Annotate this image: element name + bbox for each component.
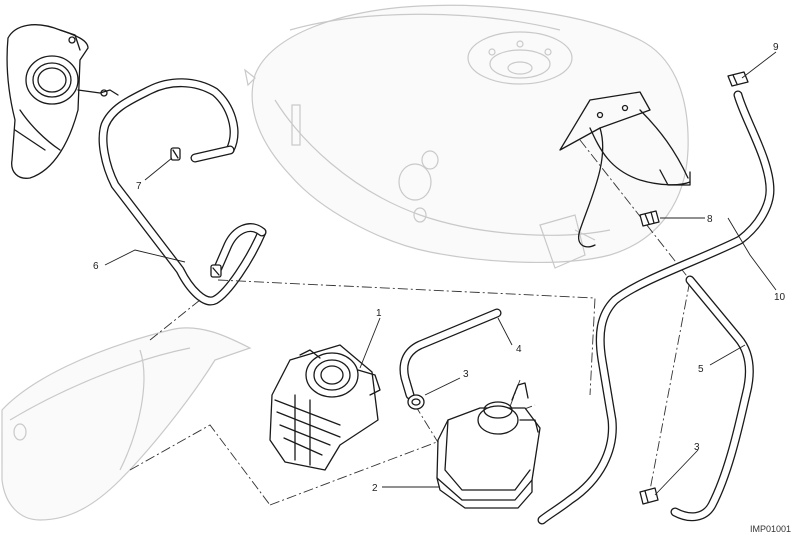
callout-3-center: 3 <box>463 369 469 380</box>
part-4-hose <box>399 308 502 400</box>
clamp-7-lower <box>210 264 222 278</box>
callout-6: 6 <box>93 261 99 272</box>
callout-5: 5 <box>698 364 704 375</box>
leader-lines <box>104 51 777 496</box>
callout-10: 10 <box>774 292 786 303</box>
drawing-code: IMP01001 <box>750 524 791 534</box>
tank-bracket <box>559 91 691 248</box>
part-1-valve-body <box>269 344 381 471</box>
callout-9: 9 <box>773 42 779 53</box>
callout-7: 7 <box>136 181 142 192</box>
part-3-clamp-center <box>407 394 425 410</box>
callout-1: 1 <box>376 308 382 319</box>
callout-2: 2 <box>372 483 378 494</box>
hose-6 <box>98 78 267 306</box>
callout-4: 4 <box>516 344 522 355</box>
part-3-clamp-right <box>639 487 659 505</box>
fuel-tank-ghost <box>244 4 689 269</box>
intake-casting <box>6 24 119 179</box>
side-panel-ghost <box>1 327 252 521</box>
callouts: 1 2 3 3 4 5 6 7 8 9 10 <box>93 42 786 494</box>
clamp-7-upper <box>170 147 181 161</box>
part-2-canister <box>436 382 541 509</box>
part-5-hose <box>670 275 754 522</box>
callout-8: 8 <box>707 214 713 225</box>
part-9-clamp <box>727 71 749 87</box>
part-8-clamp <box>639 210 660 227</box>
part-10-hose <box>537 90 775 525</box>
callout-3-right: 3 <box>694 442 700 453</box>
